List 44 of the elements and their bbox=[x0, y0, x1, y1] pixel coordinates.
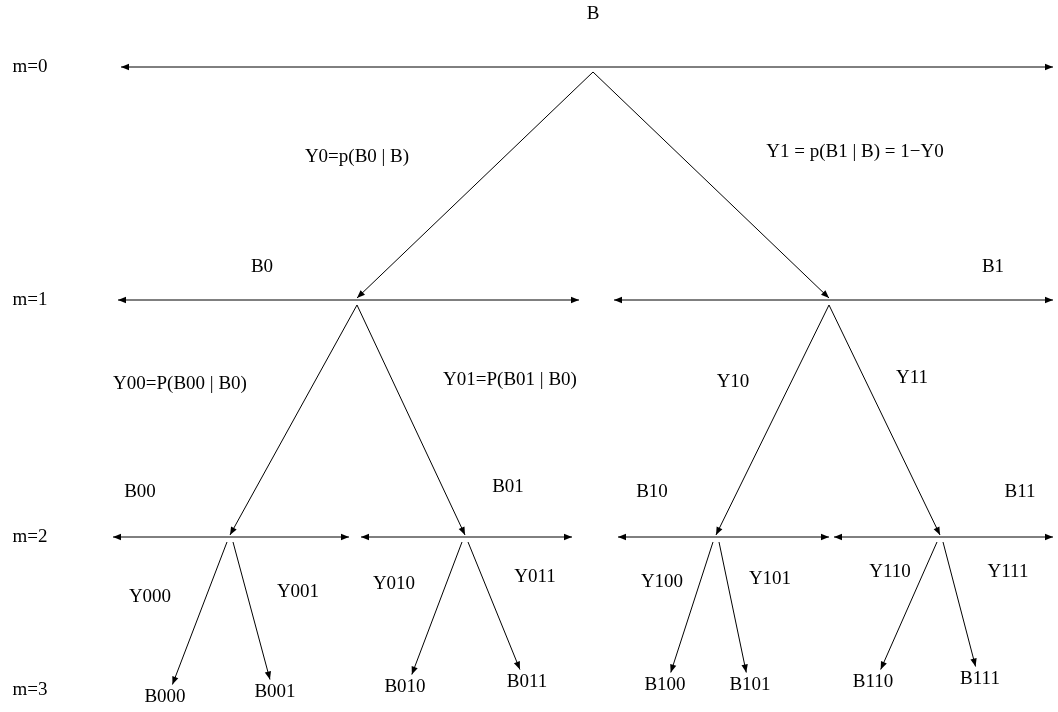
level-label: m=0 bbox=[12, 55, 48, 75]
leaf-label: B001 bbox=[254, 680, 296, 700]
interval bbox=[617, 481, 830, 542]
edge-label: Y01=P(B01 | B0) bbox=[443, 368, 577, 388]
interval bbox=[833, 481, 1054, 542]
level-label: m=3 bbox=[12, 678, 48, 698]
edge-label: Y0=p(B0 | B) bbox=[304, 145, 410, 165]
edge-label: Y1 = p(B1 | B) = 1−Y0 bbox=[766, 140, 944, 160]
interval bbox=[360, 476, 573, 542]
arrow bbox=[467, 541, 521, 670]
level-label: m=2 bbox=[12, 525, 48, 545]
leaf-label: B010 bbox=[384, 675, 426, 695]
interval-label: B01 bbox=[492, 476, 524, 495]
level-label: m=1 bbox=[12, 288, 48, 308]
leaf-label: B000 bbox=[144, 685, 186, 705]
arrow bbox=[715, 304, 830, 536]
leaf-label: B101 bbox=[729, 673, 771, 693]
leaf-label: B111 bbox=[960, 667, 1000, 687]
interval-label: B11 bbox=[1004, 481, 1036, 500]
leaf-label: B100 bbox=[644, 673, 686, 693]
arrow bbox=[942, 541, 977, 667]
interval bbox=[117, 256, 580, 305]
arrow bbox=[232, 541, 271, 680]
arrow bbox=[880, 541, 938, 670]
arrow bbox=[828, 304, 941, 536]
arrow bbox=[718, 541, 748, 673]
leaf-label: B110 bbox=[852, 670, 894, 690]
interval-label: B bbox=[586, 3, 600, 22]
interval-label: B1 bbox=[981, 256, 1005, 275]
edge-label: Y00=P(B00 | B0) bbox=[113, 372, 247, 392]
arrow bbox=[356, 71, 594, 299]
arrow bbox=[229, 304, 358, 536]
arrow bbox=[356, 304, 466, 536]
interval-label: B0 bbox=[250, 256, 274, 275]
leaf-label: B011 bbox=[506, 670, 548, 690]
arrow bbox=[670, 541, 714, 673]
arrow bbox=[592, 71, 830, 299]
interval bbox=[112, 481, 350, 542]
interval bbox=[613, 256, 1054, 305]
arrow bbox=[171, 541, 228, 685]
arrow bbox=[411, 541, 463, 675]
interval-label: B00 bbox=[124, 481, 156, 500]
interval-label: B10 bbox=[636, 481, 668, 500]
interval bbox=[120, 3, 1054, 72]
